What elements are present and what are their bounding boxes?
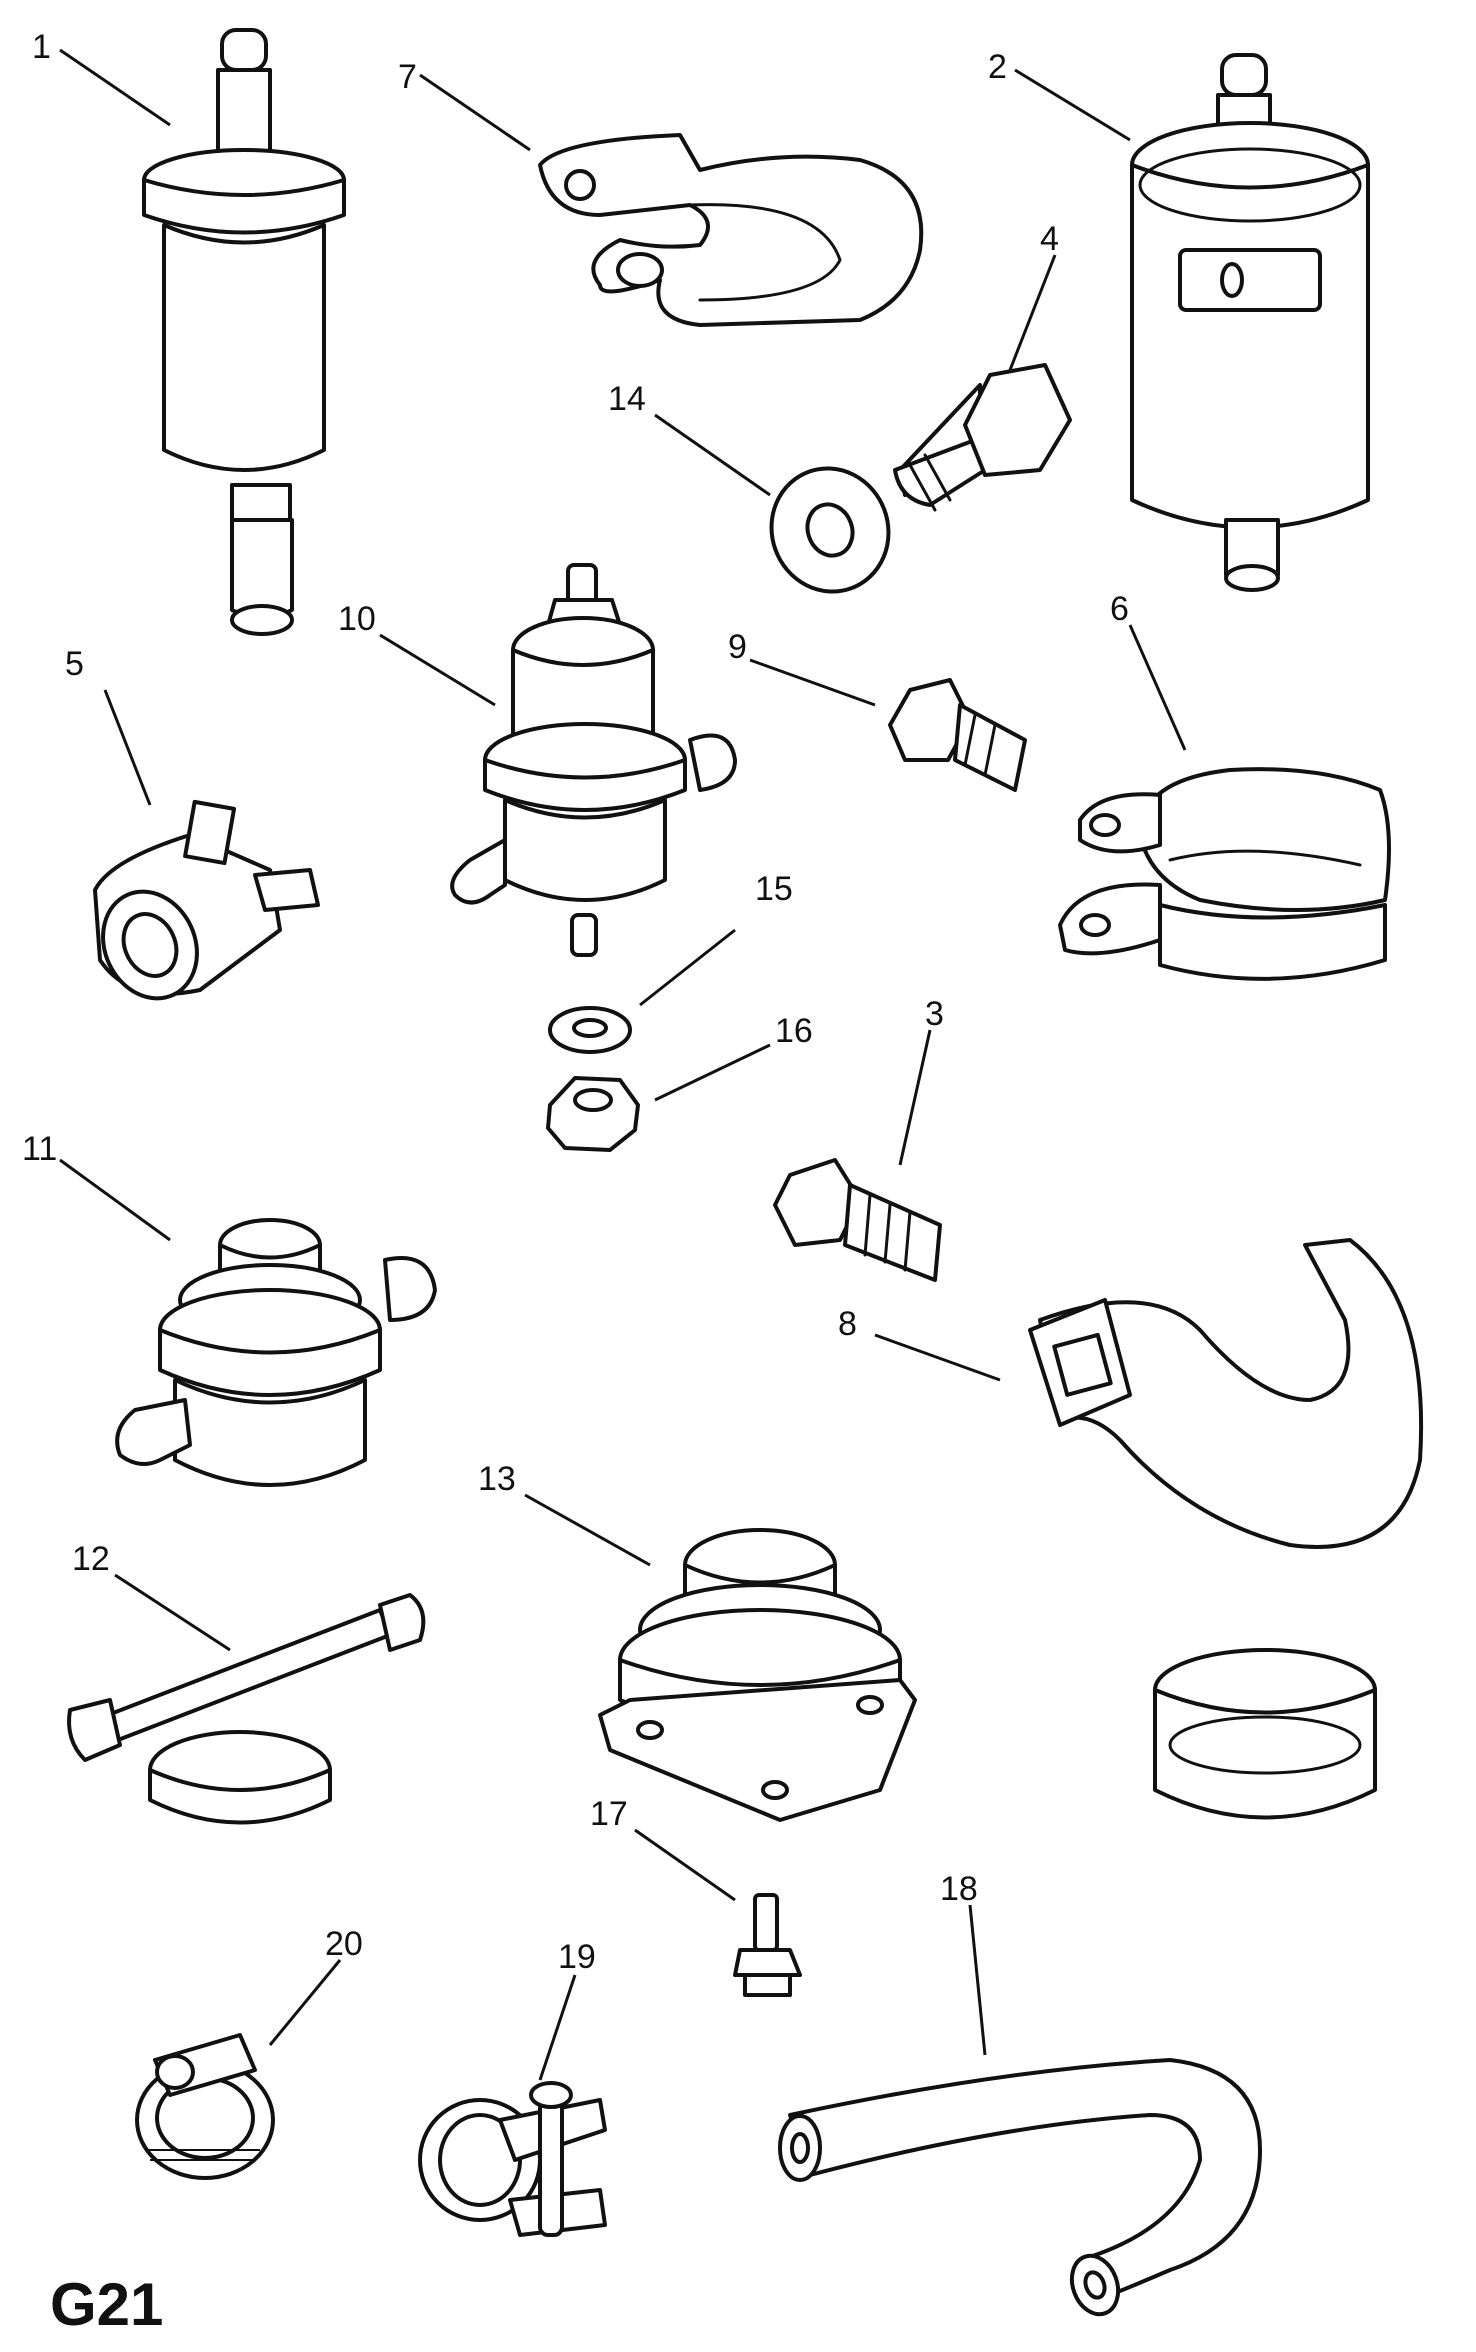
callout-8: 8 — [838, 1305, 857, 1343]
figure-code: G21 — [50, 2271, 163, 2338]
fuel-filter-2 — [1130, 53, 1370, 592]
callout-7: 7 — [398, 58, 417, 96]
callout-1: 1 — [32, 28, 51, 66]
callout-19: 19 — [558, 1938, 596, 1976]
fuel-filter-1 — [142, 28, 346, 636]
screw-17 — [733, 1893, 802, 1997]
bolt-4 — [893, 363, 1072, 512]
callout-17: 17 — [590, 1795, 628, 1833]
callout-14: 14 — [608, 380, 646, 418]
washer-14 — [769, 466, 891, 594]
leader-lines — [59, 48, 1187, 2081]
callout-18: 18 — [940, 1870, 978, 1908]
connector-5 — [93, 799, 320, 1001]
bolt-9 — [888, 678, 1027, 792]
lock-washer-15 — [548, 1006, 632, 1054]
callout-15: 15 — [755, 870, 793, 908]
regulator-11 — [115, 1218, 437, 1487]
strap-clamp-8 — [1028, 1238, 1424, 1549]
pipe-and-cap-12 — [67, 1593, 426, 1825]
callout-3: 3 — [925, 995, 944, 1033]
bolt-3 — [773, 1158, 942, 1282]
pressure-regulator-10 — [450, 563, 737, 957]
callout-20: 20 — [325, 1925, 363, 1963]
hose-18 — [778, 2058, 1262, 2317]
callout-12: 12 — [72, 1540, 110, 1578]
sleeve — [1153, 1648, 1377, 1820]
callout-13: 13 — [478, 1460, 516, 1498]
callout-6: 6 — [1110, 590, 1129, 628]
screw-clamp-19 — [418, 2081, 607, 2237]
callout-16: 16 — [775, 1012, 813, 1050]
regulator-13 — [598, 1528, 917, 1822]
callout-11: 11 — [22, 1130, 57, 1168]
callout-5: 5 — [65, 645, 84, 683]
callout-4: 4 — [1040, 220, 1059, 258]
clamp-7 — [538, 133, 924, 327]
clamp-6 — [1058, 767, 1391, 981]
callout-numbers: 1 2 3 4 5 6 7 8 9 10 11 12 13 14 15 16 1… — [22, 28, 1129, 1976]
callout-9: 9 — [728, 628, 747, 666]
callout-10: 10 — [338, 600, 376, 638]
hose-clip-20 — [135, 2033, 275, 2180]
nut-16 — [546, 1076, 640, 1152]
callout-2: 2 — [988, 48, 1007, 86]
